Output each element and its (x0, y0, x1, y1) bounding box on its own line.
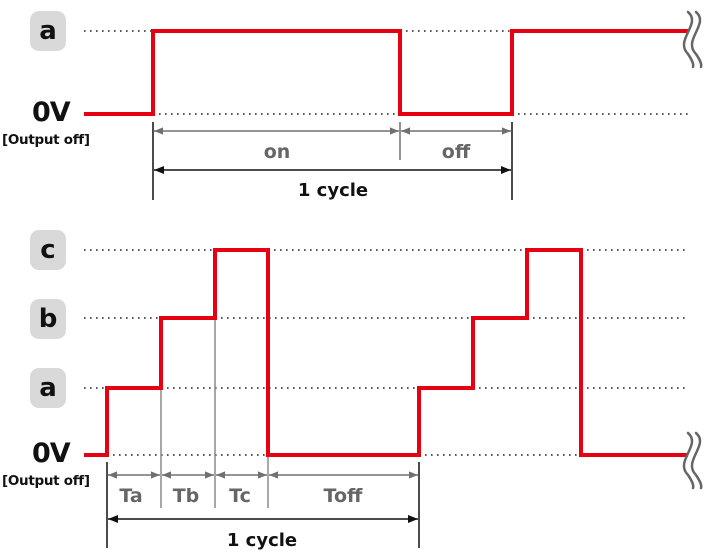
level-label-b: b (38, 304, 58, 334)
level-label-a: a (39, 16, 57, 46)
off-label: off (442, 141, 471, 163)
on-label: on (264, 141, 291, 163)
bottom-signal-waveform (84, 248, 688, 457)
level-badge-c: c (30, 230, 66, 270)
zero-volt-label-bottom: 0V (32, 438, 71, 469)
output-off-note-bottom: [Output off] (2, 473, 90, 489)
ta-label: Ta (119, 485, 142, 507)
top-reference-lines (84, 30, 688, 115)
break-symbol-icon (682, 431, 703, 490)
level-label-c: c (40, 235, 56, 265)
tb-label: Tb (173, 485, 200, 507)
cycle-label-bottom: 1 cycle (227, 530, 297, 551)
zero-volt-label-top: 0V (32, 97, 71, 128)
bottom-reference-lines (84, 249, 688, 456)
tc-label: Tc (229, 485, 251, 507)
level-badge-a-bottom: a (30, 368, 66, 408)
level-badge-b: b (30, 299, 66, 339)
cycle-label-top: 1 cycle (298, 180, 368, 201)
break-symbol-icon (682, 10, 703, 69)
level-label-a: a (39, 373, 57, 403)
top-signal-waveform (84, 29, 688, 116)
toff-label: Toff (324, 485, 363, 507)
level-badge-a-top: a (30, 11, 66, 51)
output-off-note-top: [Output off] (2, 132, 90, 148)
